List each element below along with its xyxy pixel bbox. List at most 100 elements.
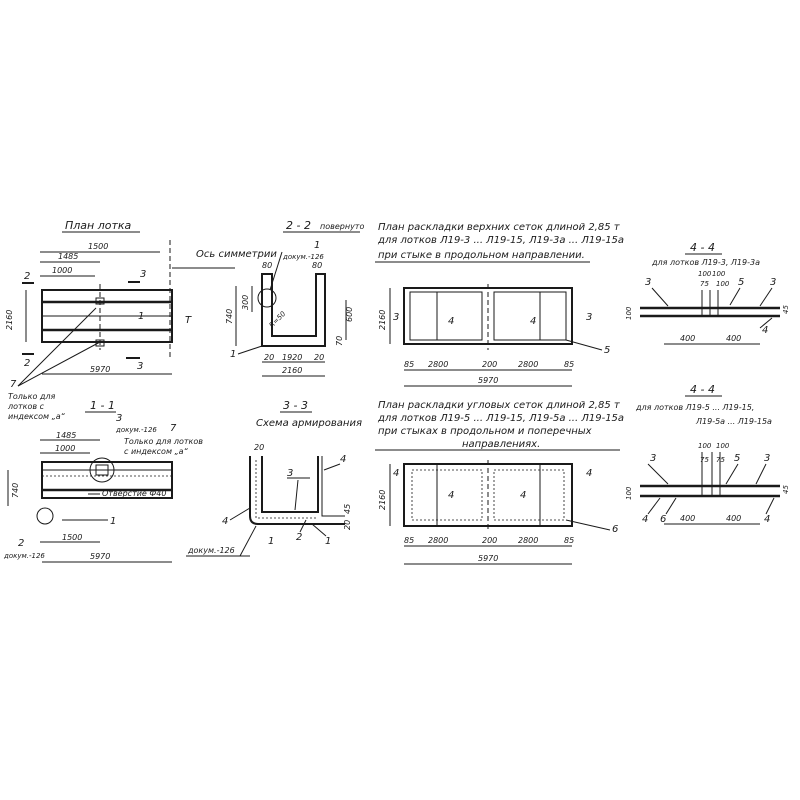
s44a-leader-3-left <box>651 287 669 307</box>
s33-subtitle: Схема армирования <box>256 418 362 429</box>
plan-section-4-mark: Т <box>185 315 192 326</box>
s11-title: 1 - 1 <box>90 399 115 412</box>
s22-dim-300: 300 <box>241 295 250 310</box>
s22-marker-leader <box>237 345 263 355</box>
s44a-title: 4 - 4 <box>690 241 715 254</box>
s11-dim-740: 740 <box>11 483 20 498</box>
corner-title-line-4: направлениях. <box>462 439 540 450</box>
top-dim-85-left: 85 <box>404 360 414 369</box>
plan-title: План лотка <box>65 219 132 232</box>
s44a-dim-100-c: 100 <box>716 280 730 288</box>
s33-dim-20-right: 20 <box>343 520 352 530</box>
s33-marker-2-leader <box>299 519 307 533</box>
s11-marker-3: 3 <box>116 413 122 424</box>
plan-section-mark-2-top: 2 <box>24 271 30 282</box>
s22-marker-1-bottom: 1 <box>230 349 236 360</box>
s44b-leader-4-left <box>647 497 661 515</box>
s44b-marker-4-right: 4 <box>764 514 770 525</box>
plan-note-leader-1 <box>17 307 97 387</box>
s22-subtitle: повернуто <box>320 222 364 231</box>
s11-tray-outline <box>41 461 173 499</box>
s44b-marker-5: 5 <box>734 453 740 464</box>
plan-note-line-2: лотков с <box>7 402 45 411</box>
plan-dim-1485: 1485 <box>58 252 78 261</box>
s33-marker-3-leader <box>294 479 299 511</box>
s11-dim-1500: 1500 <box>62 533 82 542</box>
s33-dokum: докум.-126 <box>187 546 235 555</box>
s33-marker-1-right: 1 <box>325 536 331 547</box>
plan-note-line-1: Только для <box>8 392 56 401</box>
s44b-leader-5 <box>725 463 739 485</box>
plan-note-leader-2 <box>17 341 101 387</box>
s44a-dim-400-right: 400 <box>726 334 741 343</box>
s44a-marker-3-left: 3 <box>645 277 651 288</box>
top-title-line-1: План раскладки верхних сеток длиной 2,85… <box>378 222 621 233</box>
s44a-subtitle: для лотков Л19-3, Л19-3а <box>651 258 760 267</box>
plan-section-mark-2-bottom: 2 <box>24 358 30 369</box>
s22-dim-600: 600 <box>345 307 354 322</box>
s44a-leader-4 <box>759 317 773 329</box>
corner-dim-85-right: 85 <box>564 536 574 545</box>
top-dim-5970: 5970 <box>478 376 498 385</box>
top-mesh-right <box>493 291 567 341</box>
s33-marker-4-top: 4 <box>340 454 346 465</box>
corner-marker-6-leader <box>565 519 611 531</box>
top-title-line-2: для лотков Л19-3 ... Л19-15, Л19-3а ... … <box>377 235 624 246</box>
plan-lifting-loop-top <box>95 297 105 305</box>
s11-hole-label: Отверстие Ф40 <box>102 489 166 498</box>
s33-marker-4-left: 4 <box>222 516 228 527</box>
s33-dokum-leader <box>239 525 257 557</box>
s11-note-line-2: с индексом „а“ <box>124 447 189 456</box>
corner-dim-2800-right: 2800 <box>518 536 538 545</box>
s33-inner-mesh <box>261 456 319 513</box>
s33-marker-1-leader <box>311 523 327 537</box>
s11-dokum-top: докум.-126 <box>115 426 157 434</box>
s44a-dim-100-b: 100 <box>712 270 726 278</box>
s33-marker-4-leader <box>323 463 341 471</box>
corner-dim-5970: 5970 <box>478 554 498 563</box>
s44a-leader-3-right <box>759 287 773 307</box>
corner-mesh-right <box>493 469 565 521</box>
top-dim-2800-right: 2800 <box>518 360 538 369</box>
s44a-marker-5: 5 <box>738 277 744 288</box>
s44b-marker-3-right: 3 <box>764 453 770 464</box>
s22-radius: R=50 <box>268 309 288 329</box>
corner-marker-4-left: 4 <box>393 468 399 479</box>
s33-title: 3 - 3 <box>283 399 308 412</box>
s44b-dim-100-b: 100 <box>716 442 730 450</box>
plan-dim-2160: 2160 <box>5 310 14 330</box>
plan-lifting-loop-bottom <box>95 339 105 347</box>
s44b-leader-4-right <box>765 497 775 515</box>
s33-outer-mesh <box>249 456 345 525</box>
corner-mesh-plan: План раскладки угловых сеток длиной 2,85… <box>375 400 624 565</box>
section-4-4-a: 4 - 4 для лотков Л19-3, Л19-3а 100 100 7… <box>625 241 790 345</box>
s33-right-wall <box>321 456 345 517</box>
s44b-dim-45: 45 <box>782 485 790 494</box>
s22-dim-2160: 2160 <box>282 366 302 375</box>
s22-dim-20-right: 20 <box>314 353 324 362</box>
s44a-dim-100-a: 100 <box>698 270 712 278</box>
corner-title-line-3: при стыках в продольном и поперечных <box>378 426 592 437</box>
top-marker-5: 5 <box>604 345 610 356</box>
s44b-dim-100-left: 100 <box>625 486 633 500</box>
top-cut-mark-right: 4 <box>530 316 536 327</box>
s44b-marker-6: 6 <box>660 514 666 525</box>
s22-dim-70: 70 <box>335 336 344 346</box>
s33-marker-3: 3 <box>287 468 293 479</box>
s44b-title: 4 - 4 <box>690 383 715 396</box>
s22-title: 2 - 2 <box>286 219 311 232</box>
section-3-3: 3 - 3 Схема армирования 20 4 3 45 20 4 1… <box>186 399 362 557</box>
s11-dim-5970: 5970 <box>90 552 110 561</box>
s22-dim-1920: 1920 <box>282 353 302 362</box>
plan-section-mark-3-bottom: 3 <box>137 361 143 372</box>
corner-mesh-left <box>411 469 483 521</box>
s44a-dim-75: 75 <box>700 280 709 288</box>
s33-dim-20: 20 <box>254 443 264 452</box>
corner-cut-mark-left: 4 <box>448 490 454 501</box>
s44b-dim-75-a: 75 <box>700 456 709 464</box>
s44b-subtitle-line-2: Л19-5а ... Л19-15а <box>695 417 772 426</box>
top-dim-200: 200 <box>482 360 497 369</box>
s44b-leader-6 <box>665 497 677 515</box>
top-marker-3-right: 3 <box>586 312 592 323</box>
